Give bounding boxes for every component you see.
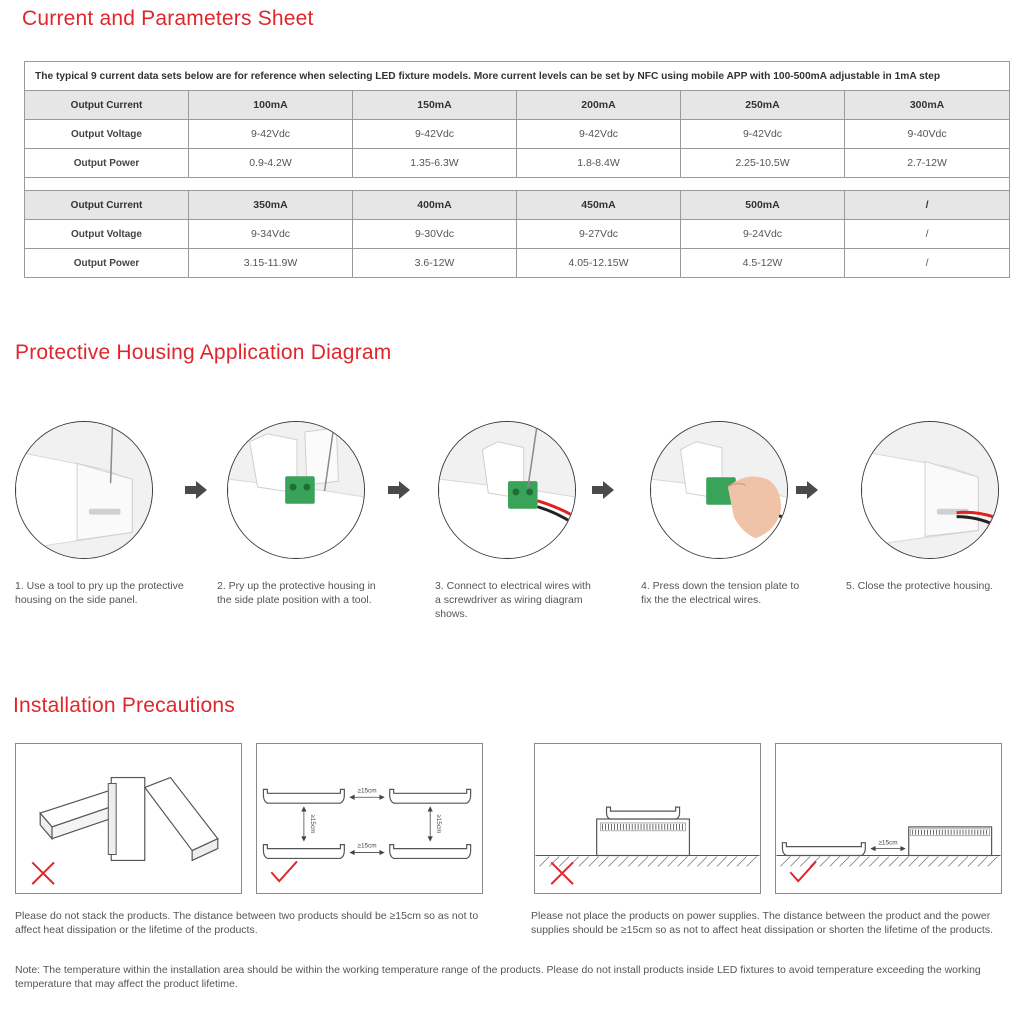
- power-supply-precaution-text: Please not place the products on power s…: [531, 910, 994, 936]
- cell-voltage: 9-34Vdc: [188, 219, 353, 249]
- step-4-text: 4. Press down the tension plate to fix t…: [641, 580, 800, 606]
- cell-voltage: 9-27Vdc: [516, 219, 681, 249]
- spacing-label: ≥15cm: [357, 843, 376, 850]
- cell-current: 100mA: [188, 90, 353, 120]
- cell-power: 3.15-11.9W: [188, 248, 353, 278]
- cell-power: 1.8-8.4W: [516, 148, 681, 178]
- cell-current: 250mA: [680, 90, 845, 120]
- label-output-power: Output Power: [24, 248, 189, 278]
- cell-current: 300mA: [843, 90, 1011, 120]
- cell-current: 450mA: [516, 190, 681, 220]
- step-1-text: 1. Use a tool to pry up the protective h…: [15, 580, 184, 606]
- stacked-products-figure: [15, 743, 242, 894]
- arrow-right-icon: [388, 481, 410, 499]
- cell-current: 150mA: [352, 90, 517, 120]
- cell-current: /: [843, 190, 1011, 220]
- cell-current: 200mA: [516, 90, 681, 120]
- cell-power: 4.5-12W: [680, 248, 845, 278]
- step-4-photo: [650, 421, 788, 559]
- current-parameters-table: The typical 9 current data sets below ar…: [23, 61, 1011, 278]
- temperature-note: Note: The temperature within the install…: [15, 964, 981, 990]
- cell-power: 4.05-12.15W: [516, 248, 681, 278]
- step-3-text: 3. Connect to electrical wires with a sc…: [435, 580, 591, 620]
- table-spacer: [23, 177, 1011, 191]
- step-1-photo: [15, 421, 153, 559]
- product-spaced-from-power-supply-figure: ≥15cm: [775, 743, 1002, 894]
- cell-power: 3.6-12W: [352, 248, 517, 278]
- cell-voltage: 9-24Vdc: [680, 219, 845, 249]
- diagram-title: Protective Housing Application Diagram: [15, 341, 392, 364]
- stacking-precaution-text: Please do not stack the products. The di…: [15, 910, 479, 936]
- cell-power: 1.35-6.3W: [352, 148, 517, 178]
- cell-voltage: 9-30Vdc: [352, 219, 517, 249]
- arrow-right-icon: [185, 481, 207, 499]
- cell-voltage: 9-42Vdc: [188, 119, 353, 149]
- spacing-label: ≥15cm: [435, 814, 442, 833]
- arrow-right-icon: [796, 481, 818, 499]
- cell-current: 500mA: [680, 190, 845, 220]
- spacing-label: ≥15cm: [878, 840, 897, 847]
- install-title: Installation Precautions: [13, 694, 235, 717]
- cell-voltage: 9-42Vdc: [680, 119, 845, 149]
- step-5-text: 5. Close the protective housing.: [846, 580, 994, 592]
- cell-voltage: 9-40Vdc: [843, 119, 1011, 149]
- spacing-label: ≥15cm: [357, 787, 376, 794]
- table-note: The typical 9 current data sets below ar…: [23, 61, 1011, 91]
- label-output-voltage: Output Voltage: [24, 119, 189, 149]
- cell-voltage: 9-42Vdc: [516, 119, 681, 149]
- cell-power: /: [843, 248, 1011, 278]
- cell-current: 400mA: [352, 190, 517, 220]
- step-2-photo: [227, 421, 365, 559]
- cell-power: 2.25-10.5W: [680, 148, 845, 178]
- current-sheet-title: Current and Parameters Sheet: [22, 7, 314, 30]
- spacing-label: ≥15cm: [309, 814, 316, 833]
- label-output-voltage: Output Voltage: [24, 219, 189, 249]
- arrow-right-icon: [592, 481, 614, 499]
- spaced-products-figure: ≥15cm ≥15cm ≥15cm ≥15cm: [256, 743, 483, 894]
- label-output-current: Output Current: [24, 190, 189, 220]
- cell-voltage: 9-42Vdc: [352, 119, 517, 149]
- label-output-current: Output Current: [24, 90, 189, 120]
- step-3-photo: [438, 421, 576, 559]
- cell-voltage: /: [843, 219, 1011, 249]
- product-on-power-supply-figure: [534, 743, 761, 894]
- step-5-photo: [861, 421, 999, 559]
- label-output-power: Output Power: [24, 148, 189, 178]
- cell-current: 350mA: [188, 190, 353, 220]
- cell-power: 2.7-12W: [843, 148, 1011, 178]
- cell-power: 0.9-4.2W: [188, 148, 353, 178]
- step-2-text: 2. Pry up the protective housing in the …: [217, 580, 376, 606]
